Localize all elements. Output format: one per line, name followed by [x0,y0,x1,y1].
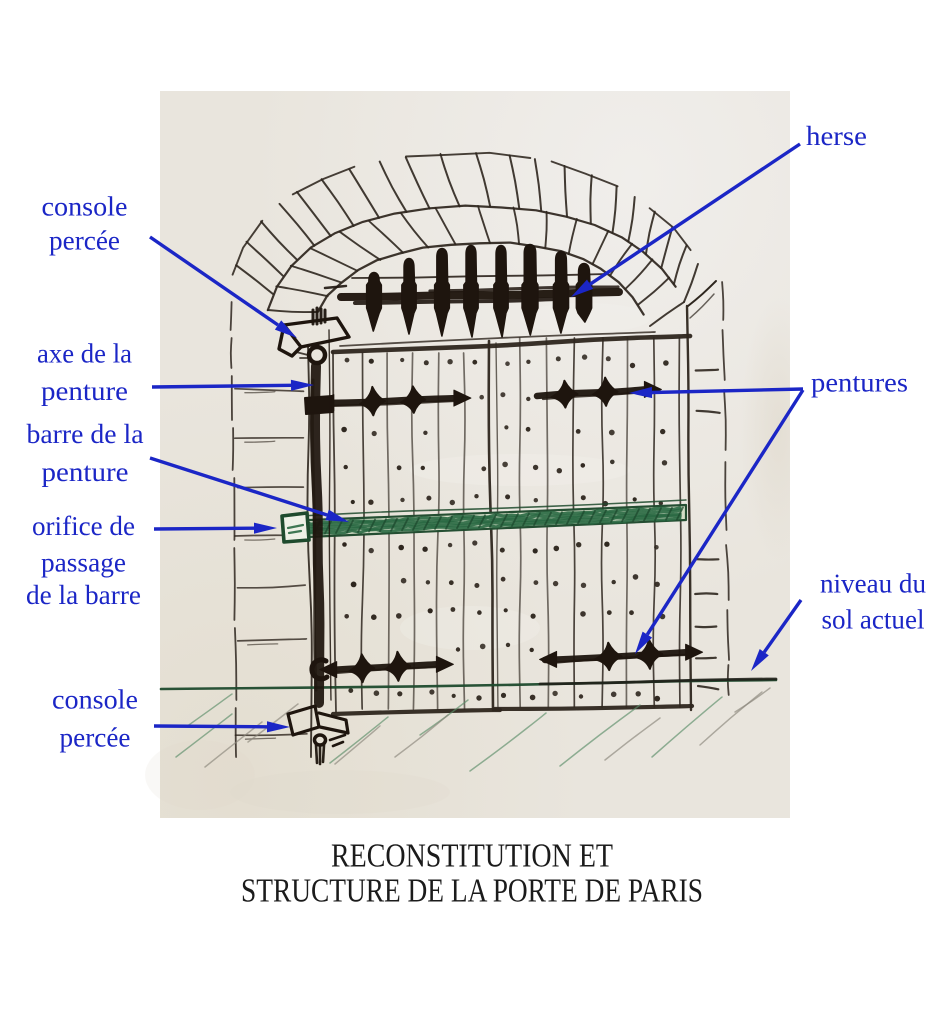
svg-text:console: console [42,191,128,222]
svg-text:pentures: pentures [811,367,908,398]
svg-text:penture: penture [42,456,129,487]
svg-text:console: console [52,684,138,715]
svg-text:sol actuel: sol actuel [822,604,925,635]
svg-text:barre de la: barre de la [27,418,144,449]
svg-text:percée: percée [60,722,131,753]
svg-text:percée: percée [49,225,120,256]
svg-text:orifice de: orifice de [32,510,135,541]
svg-text:passage: passage [41,547,126,578]
svg-text:RECONSTITUTION ET: RECONSTITUTION ET [331,838,613,875]
svg-text:de la barre: de la barre [26,579,141,610]
svg-text:axe de la: axe de la [37,338,132,369]
svg-text:STRUCTURE DE LA PORTE DE PARIS: STRUCTURE DE LA PORTE DE PARIS [241,873,703,910]
svg-text:niveau du: niveau du [820,568,926,599]
svg-text:penture: penture [41,375,128,406]
svg-text:herse: herse [806,120,867,151]
